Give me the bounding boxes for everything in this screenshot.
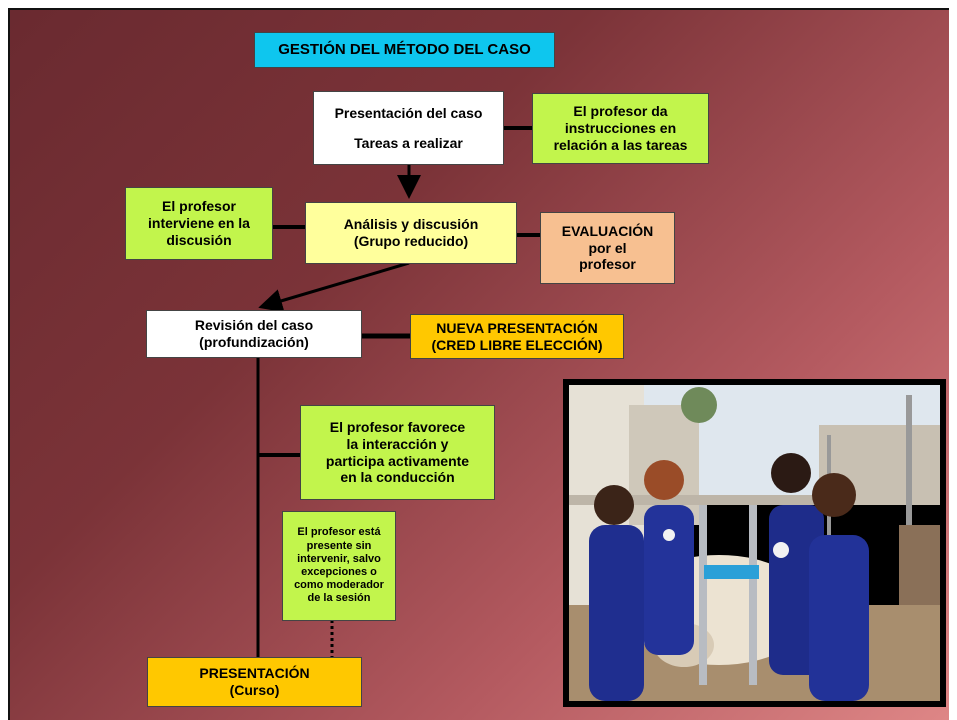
review-line-2: (profundización) <box>199 334 309 350</box>
intervene-line-1: El profesor <box>162 198 236 215</box>
veterinary-students-sheep-photo-icon <box>569 385 940 701</box>
instructions-box: El profesor da instrucciones en relación… <box>532 93 709 164</box>
analysis-line-1: Análisis y discusión <box>343 216 479 233</box>
course-presentation-line-2: (Curso) <box>229 682 280 698</box>
intervene-line-2: interviene en la <box>148 215 250 232</box>
course-presentation-line-1: PRESENTACIÓN <box>199 665 310 682</box>
evaluation-line-3: profesor <box>579 256 636 273</box>
intervene-line-3: discusión <box>166 231 232 248</box>
evaluation-box: EVALUACIÓN por el profesor <box>540 212 675 284</box>
present-line-2: presente sin <box>306 539 372 552</box>
course-presentation-box: PRESENTACIÓN (Curso) <box>147 657 362 707</box>
analysis-line-2: (Grupo reducido) <box>353 233 469 249</box>
favors-line-3: participa activamente <box>325 452 470 469</box>
present-line-3: intervenir, salvo <box>297 552 381 565</box>
favors-line-1: El profesor favorece <box>329 418 466 435</box>
presentation-box: Presentación del caso Tareas a realizar <box>313 91 504 165</box>
evaluation-line-2: por el <box>588 239 627 256</box>
instructions-line-2: instrucciones en <box>564 120 677 137</box>
presentation-line-1: Presentación del caso <box>334 104 483 121</box>
new-presentation-line-1: NUEVA PRESENTACIÓN <box>436 319 598 336</box>
review-box: Revisión del caso (profundización) <box>146 310 362 358</box>
evaluation-line-1: EVALUACIÓN <box>561 222 654 239</box>
present-line-5: como moderador <box>294 579 384 592</box>
favors-line-4: en la conducción <box>340 469 455 486</box>
page-title: GESTIÓN DEL MÉTODO DEL CASO <box>278 41 531 58</box>
analysis-box: Análisis y discusión (Grupo reducido) <box>305 202 517 264</box>
favors-box: El profesor favorece la interacción y pa… <box>300 405 495 500</box>
present-line-1: El profesor está <box>297 526 381 539</box>
present-line-4: excepciones o <box>301 566 377 578</box>
review-line-1: Revisión del caso <box>194 317 314 334</box>
instructions-line-1: El profesor da <box>573 103 668 120</box>
new-presentation-line-2: (CRED LIBRE ELECCIÓN) <box>431 336 603 353</box>
present-line-6: de la sesión <box>307 592 371 605</box>
arrow-analysis-review <box>258 261 410 313</box>
photo-frame <box>563 379 946 707</box>
intervene-box: El profesor interviene en la discusión <box>125 187 273 260</box>
favors-line-2: la interacción y <box>346 435 449 452</box>
present-box: El profesor está presente sin intervenir… <box>282 511 396 621</box>
presentation-line-2: Tareas a realizar <box>354 134 463 151</box>
title-box: GESTIÓN DEL MÉTODO DEL CASO <box>254 32 555 68</box>
instructions-line-3: relación a las tareas <box>553 136 688 153</box>
new-presentation-box: NUEVA PRESENTACIÓN (CRED LIBRE ELECCIÓN) <box>410 314 624 359</box>
